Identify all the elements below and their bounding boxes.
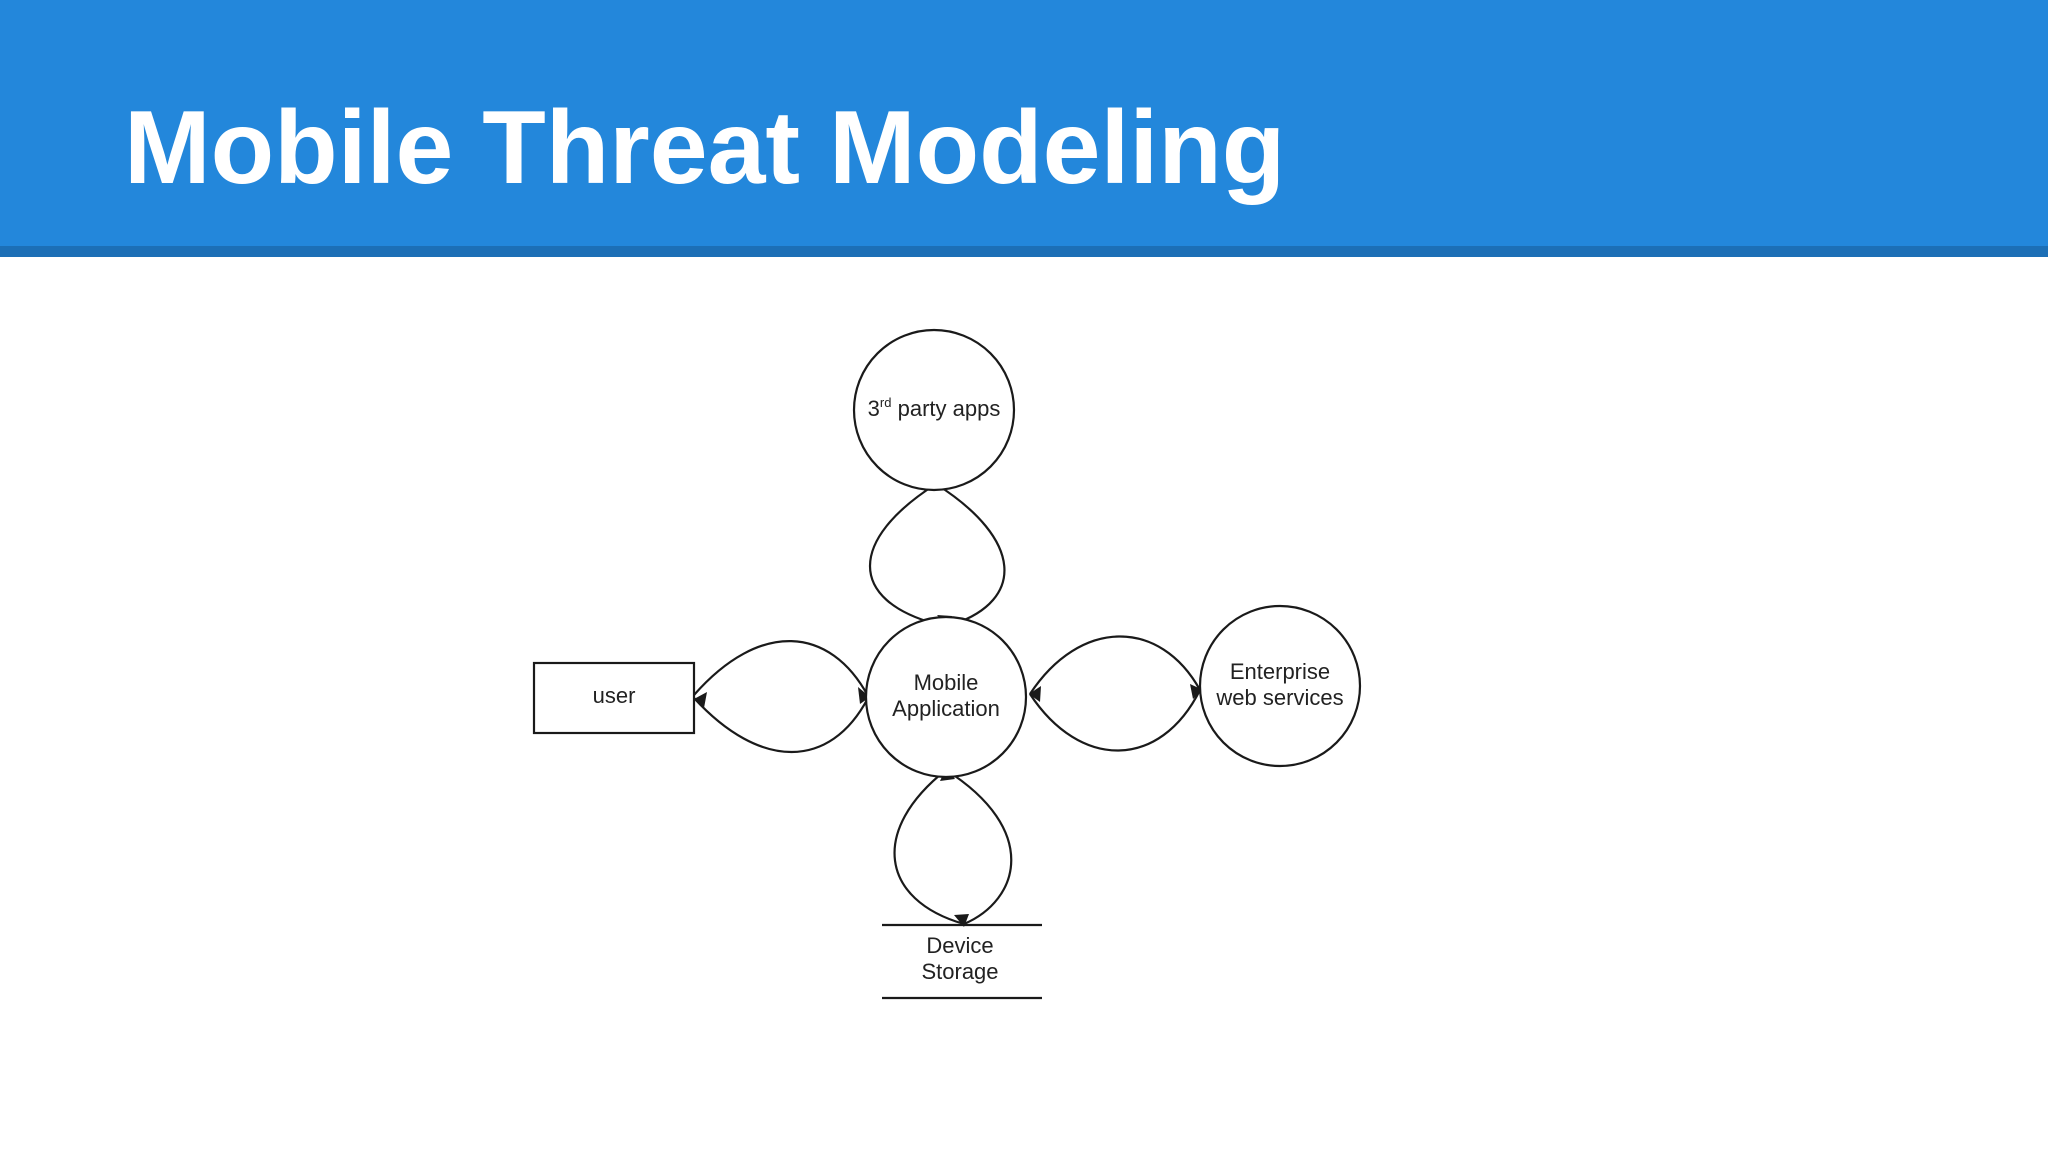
arrowhead-into-user [694, 692, 707, 708]
enterprise-web-services-label-line2: web services [1215, 685, 1343, 710]
mobile-application-circle [864, 615, 1028, 779]
node-third-party-apps: 3rd party apps [852, 328, 1016, 492]
flow-user-top-arc [693, 640, 869, 697]
flow-storage-right-arc [945, 769, 1013, 926]
node-user: user [532, 661, 696, 735]
device-storage-label-line2: Storage [921, 959, 998, 984]
flow-third-party-left-arc [868, 483, 937, 626]
third-party-apps-circle [852, 328, 1016, 492]
user-label: user [593, 683, 636, 708]
arrowhead-into-enterprise [1190, 684, 1203, 699]
enterprise-web-services-label-line1: Enterprise [1230, 659, 1330, 684]
flow-enterprise-top-arc [1029, 635, 1201, 695]
arrowhead-into-mobile-app-left [858, 687, 870, 704]
flow-storage-left-arc [893, 769, 965, 926]
title-bar [0, 0, 2048, 246]
device-storage-label-line1: Device [926, 933, 993, 958]
flow-device-storage [893, 768, 1013, 927]
enterprise-web-services-circle [1198, 604, 1362, 768]
user-box [532, 661, 696, 735]
node-device-storage: Device Storage [882, 923, 1042, 1000]
flow-user [693, 640, 870, 754]
title-bar-rule [0, 246, 2048, 257]
flow-user-bottom-arc [693, 697, 869, 754]
mobile-application-label-line2: Application [892, 696, 1000, 721]
arrowhead-into-device-storage [954, 914, 969, 927]
third-party-apps-label: 3rd party apps [868, 395, 1001, 421]
flow-third-party [868, 483, 1006, 627]
node-mobile-application: Mobile Application [864, 615, 1028, 779]
flow-enterprise-bottom-arc [1029, 689, 1201, 752]
flow-enterprise [1029, 635, 1203, 752]
mobile-application-label-line1: Mobile [914, 670, 979, 695]
arrowhead-into-mobile-app-right [1029, 686, 1041, 702]
slide-title: Mobile Threat Modeling [124, 90, 1286, 206]
flow-third-party-right-arc [935, 483, 1006, 626]
node-enterprise-web-services: Enterprise web services [1198, 604, 1362, 768]
